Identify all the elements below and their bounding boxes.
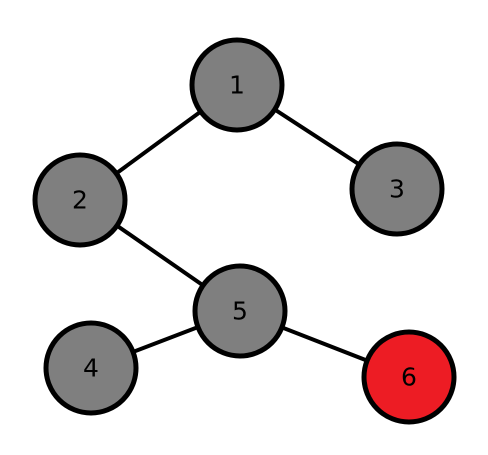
node-circle-2	[32, 152, 128, 248]
node-6: 6	[361, 329, 457, 425]
node-circle-6	[361, 329, 457, 425]
node-label-3: 3	[389, 175, 405, 204]
node-circle-3	[349, 141, 445, 237]
node-label-2: 2	[72, 186, 88, 215]
node-label-4: 4	[83, 354, 99, 383]
nodes-layer: 1 2 3 4 5 6	[32, 37, 457, 425]
node-label-1: 1	[229, 71, 245, 100]
node-label-5: 5	[232, 297, 248, 326]
node-5: 5	[192, 263, 288, 359]
node-circle-4	[43, 320, 139, 416]
node-1: 1	[189, 37, 285, 133]
node-circle-1	[189, 37, 285, 133]
node-circle-5	[192, 263, 288, 359]
node-3: 3	[349, 141, 445, 237]
node-2: 2	[32, 152, 128, 248]
node-4: 4	[43, 320, 139, 416]
node-label-6: 6	[401, 363, 417, 392]
